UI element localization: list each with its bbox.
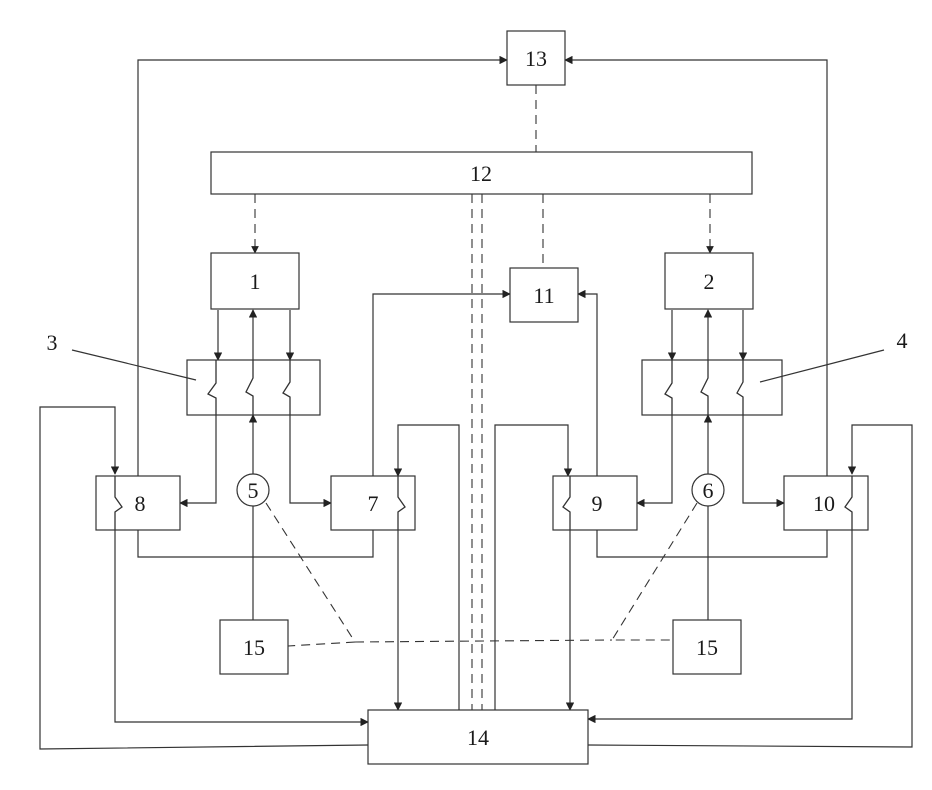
circle-5: 5	[237, 474, 269, 506]
label-1: 1	[250, 269, 261, 294]
label-5: 5	[248, 478, 259, 503]
label-9: 9	[592, 491, 603, 516]
line-4-to-10	[743, 415, 784, 503]
line-3-to-7	[290, 415, 331, 503]
label-4: 4	[897, 328, 908, 353]
label-14: 14	[467, 725, 489, 750]
heat-exchanger-4	[642, 360, 782, 415]
label-6: 6	[703, 478, 714, 503]
dash-15-left-to-right	[355, 640, 612, 642]
line-4-to-9	[637, 415, 672, 503]
line-14-to-9	[495, 425, 568, 710]
line-9-10-bottom	[597, 530, 827, 557]
label-3: 3	[47, 330, 58, 355]
block-15-left: 15	[220, 620, 288, 674]
block-2: 2	[665, 253, 753, 309]
block-7: 7	[331, 476, 415, 530]
block-15-right: 15	[673, 620, 741, 674]
line-3-to-8	[180, 415, 216, 503]
block-9: 9	[553, 476, 637, 530]
circle-6: 6	[692, 474, 724, 506]
block-13: 13	[507, 31, 565, 85]
label-11: 11	[533, 283, 554, 308]
label-13: 13	[525, 46, 547, 71]
line-7-to-11	[373, 294, 510, 476]
line-9-to-11	[578, 294, 597, 476]
block-1: 1	[211, 253, 299, 309]
label-12: 12	[470, 161, 492, 186]
callout-3: 3	[47, 330, 197, 380]
block-12: 12	[211, 152, 752, 194]
line-8-7-bottom	[138, 530, 373, 557]
heat-exchanger-3	[187, 360, 320, 415]
label-8: 8	[135, 491, 146, 516]
label-10: 10	[813, 491, 835, 516]
block-8: 8	[96, 476, 180, 530]
block-10: 10	[784, 476, 868, 530]
line-14-to-7	[398, 425, 459, 710]
label-7: 7	[368, 491, 379, 516]
line-14-to-8-loop	[40, 407, 368, 749]
label-2: 2	[704, 269, 715, 294]
label-15-right: 15	[696, 635, 718, 660]
label-15-left: 15	[243, 635, 265, 660]
block-14: 14	[368, 710, 588, 764]
line-14-to-10-loop	[588, 425, 912, 747]
block-11: 11	[510, 268, 578, 322]
